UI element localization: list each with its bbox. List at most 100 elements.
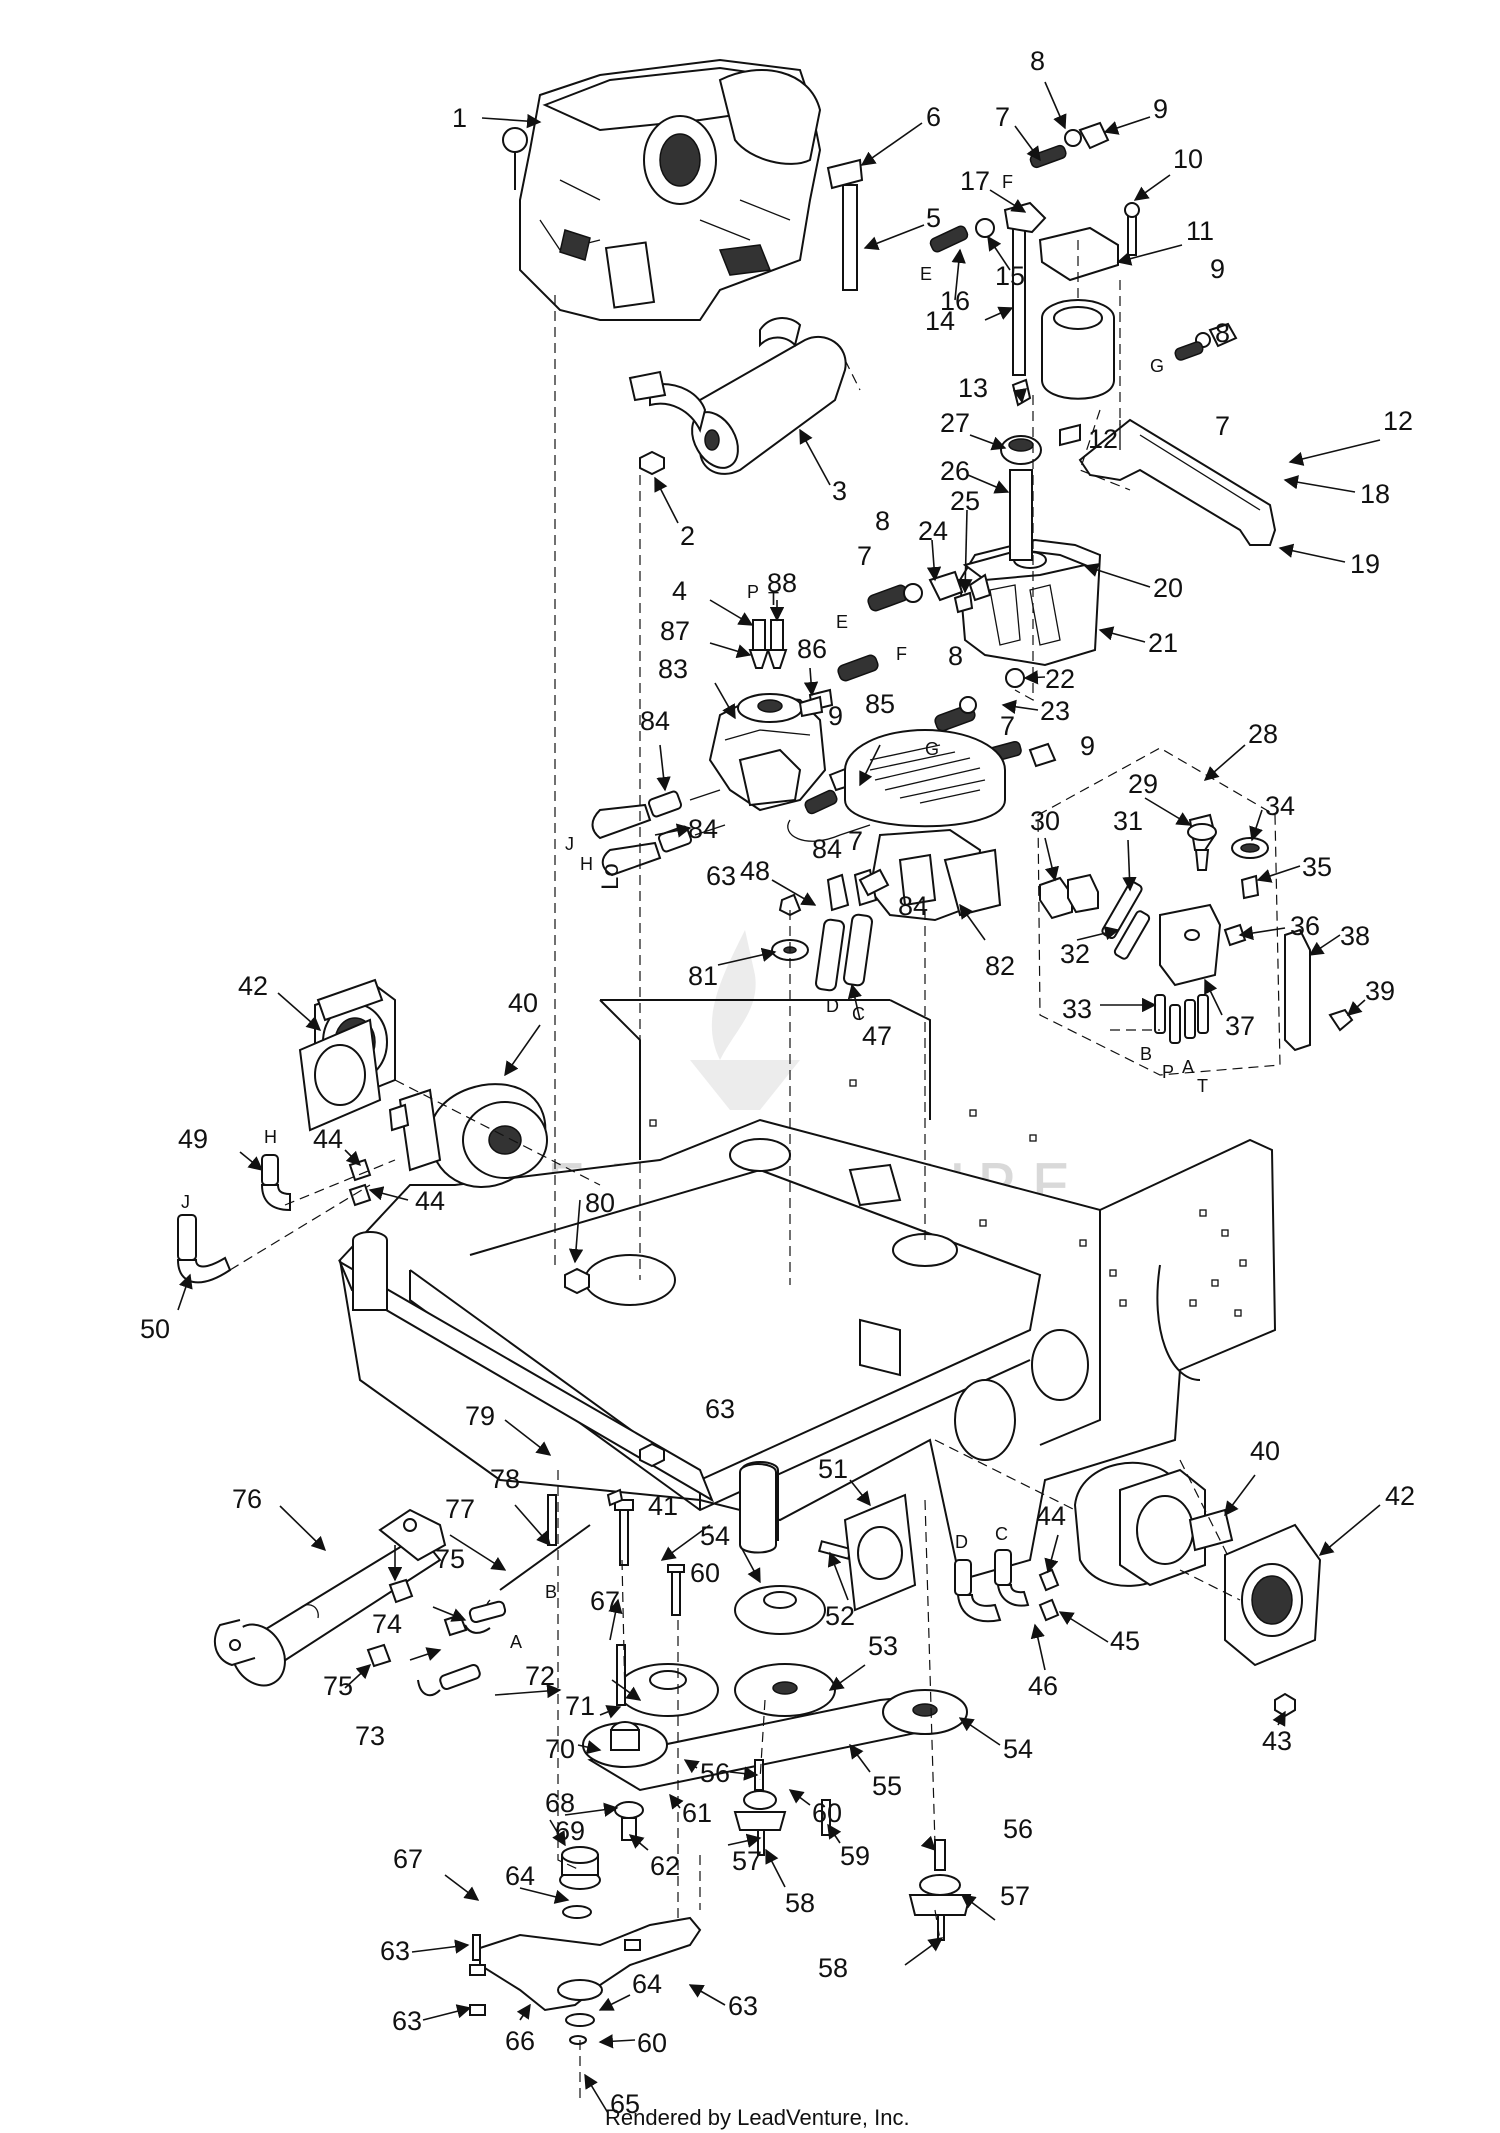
port-label-t-kit: T xyxy=(1197,1076,1208,1096)
port-label-b-kit: B xyxy=(1140,1044,1152,1064)
callout-63-arm-lower: 63 xyxy=(392,2006,422,2036)
port-label-j-upper: J xyxy=(565,834,574,854)
callout-78: 78 xyxy=(490,1464,520,1494)
motor-plate xyxy=(843,1493,917,1612)
engine xyxy=(502,58,822,321)
callout-6: 6 xyxy=(926,102,941,132)
callout-4: 4 xyxy=(672,576,687,606)
callout-23: 23 xyxy=(1040,696,1070,726)
callout-25: 25 xyxy=(950,486,980,516)
callout-72: 72 xyxy=(525,1661,555,1691)
callout-9-right: 9 xyxy=(1210,254,1225,284)
callout-37: 37 xyxy=(1225,1011,1255,1041)
callout-81: 81 xyxy=(688,961,718,991)
callout-62: 62 xyxy=(650,1851,680,1881)
callout-40-left: 40 xyxy=(508,988,538,1018)
callout-27: 27 xyxy=(940,408,970,438)
port-label-e-top: E xyxy=(920,264,932,284)
callout-55: 55 xyxy=(872,1771,902,1801)
belt-drive xyxy=(582,1463,968,1792)
callout-54-right: 54 xyxy=(1003,1734,1033,1764)
callout-26: 26 xyxy=(940,456,970,486)
callout-50: 50 xyxy=(140,1314,170,1344)
nut xyxy=(639,450,665,476)
hydraulic-reservoir xyxy=(958,423,1102,688)
callout-42-right: 42 xyxy=(1385,1481,1415,1511)
callout-57-right: 57 xyxy=(1000,1881,1030,1911)
callout-69: 69 xyxy=(555,1816,585,1846)
callout-12-bolt: 12 xyxy=(1383,406,1413,436)
callout-65: 65 xyxy=(610,2089,640,2119)
footer-credit: Rendered by LeadVenture, Inc. xyxy=(605,2105,910,2130)
callout-63-bolt: 63 xyxy=(728,1991,758,2021)
callout-39: 39 xyxy=(1365,976,1395,1006)
callout-66: 66 xyxy=(505,2026,535,2056)
callout-34: 34 xyxy=(1265,791,1295,821)
port-label-t-upper: T xyxy=(768,589,779,609)
callout-44-right: 44 xyxy=(1036,1501,1066,1531)
callout-59: 59 xyxy=(840,1841,870,1871)
callout-58-mid: 58 xyxy=(785,1888,815,1918)
callout-75-upper: 75 xyxy=(435,1544,465,1574)
mount-plate-left xyxy=(298,978,384,1132)
hydraulic-pump-right xyxy=(844,729,1006,922)
muffler xyxy=(628,317,847,475)
port-label-g-mid: G xyxy=(925,739,939,759)
port-label-f-top: F xyxy=(1002,172,1013,192)
callout-67-upper: 67 xyxy=(590,1586,620,1616)
filter-bracket-assembly xyxy=(929,121,1277,546)
port-label-p-upper: P xyxy=(747,582,759,602)
callout-52: 52 xyxy=(825,1601,855,1631)
callout-16: 16 xyxy=(940,286,970,316)
callout-61: 61 xyxy=(682,1798,712,1828)
callout-73: 73 xyxy=(355,1721,385,1751)
callout-8-right: 8 xyxy=(1215,318,1230,348)
port-labels: P T E F G F E G J H D C B P A T H J D C … xyxy=(181,172,1208,1652)
port-label-b-cyl: B xyxy=(545,1582,557,1602)
elbow-fitting xyxy=(826,158,864,190)
callout-58-right: 58 xyxy=(818,1953,848,1983)
callout-87: 87 xyxy=(660,616,690,646)
port-label-c-right: C xyxy=(995,1524,1008,1544)
callout-84-lower: 84 xyxy=(688,814,718,844)
callout-88: 88 xyxy=(767,568,797,598)
port-label-a-kit: A xyxy=(1182,1057,1194,1077)
callout-84-upper: 84 xyxy=(640,706,670,736)
callout-17: 17 xyxy=(960,166,990,196)
callout-9-pump: 9 xyxy=(828,701,843,731)
callout-22: 22 xyxy=(1045,664,1075,694)
callout-8-mid: 8 xyxy=(875,506,890,536)
callout-86: 86 xyxy=(797,634,827,664)
callout-36: 36 xyxy=(1290,911,1320,941)
callout-43: 43 xyxy=(1262,1726,1292,1756)
port-label-h-left: H xyxy=(264,1127,277,1147)
callout-21: 21 xyxy=(1148,628,1178,658)
callout-53: 53 xyxy=(868,1631,898,1661)
callout-35: 35 xyxy=(1302,852,1332,882)
callout-labels: 1 2 3 4 5 6 7 8 9 10 11 12 12 13 14 15 1… xyxy=(140,46,1415,2119)
callout-82: 82 xyxy=(985,951,1015,981)
callout-71: 71 xyxy=(565,1691,595,1721)
callout-75-lower: 75 xyxy=(323,1671,353,1701)
callout-7-lower: 7 xyxy=(1000,711,1015,741)
port-label-d-mid: D xyxy=(826,996,839,1016)
callout-40-right: 40 xyxy=(1250,1436,1280,1466)
callout-84-mid: 84 xyxy=(898,891,928,921)
callout-60-upper: 60 xyxy=(690,1558,720,1588)
callout-15: 15 xyxy=(995,261,1025,291)
callout-10: 10 xyxy=(1173,144,1203,174)
callout-63-arm: 63 xyxy=(380,1936,410,1966)
port-label-a-cyl: A xyxy=(510,1632,522,1652)
callout-1: 1 xyxy=(452,103,467,133)
callout-48: 48 xyxy=(740,856,770,886)
callout-12-filter: 12 xyxy=(1088,424,1118,454)
callout-51: 51 xyxy=(818,1454,848,1484)
callout-41: 41 xyxy=(648,1491,678,1521)
callout-83: 83 xyxy=(658,654,688,684)
port-label-j-left: J xyxy=(181,1192,190,1212)
valve-kit xyxy=(1037,747,1354,1076)
callout-33: 33 xyxy=(1062,994,1092,1024)
callout-45: 45 xyxy=(1110,1626,1140,1656)
callout-13: 13 xyxy=(958,373,988,403)
callout-63-upper: 63 xyxy=(706,861,736,891)
